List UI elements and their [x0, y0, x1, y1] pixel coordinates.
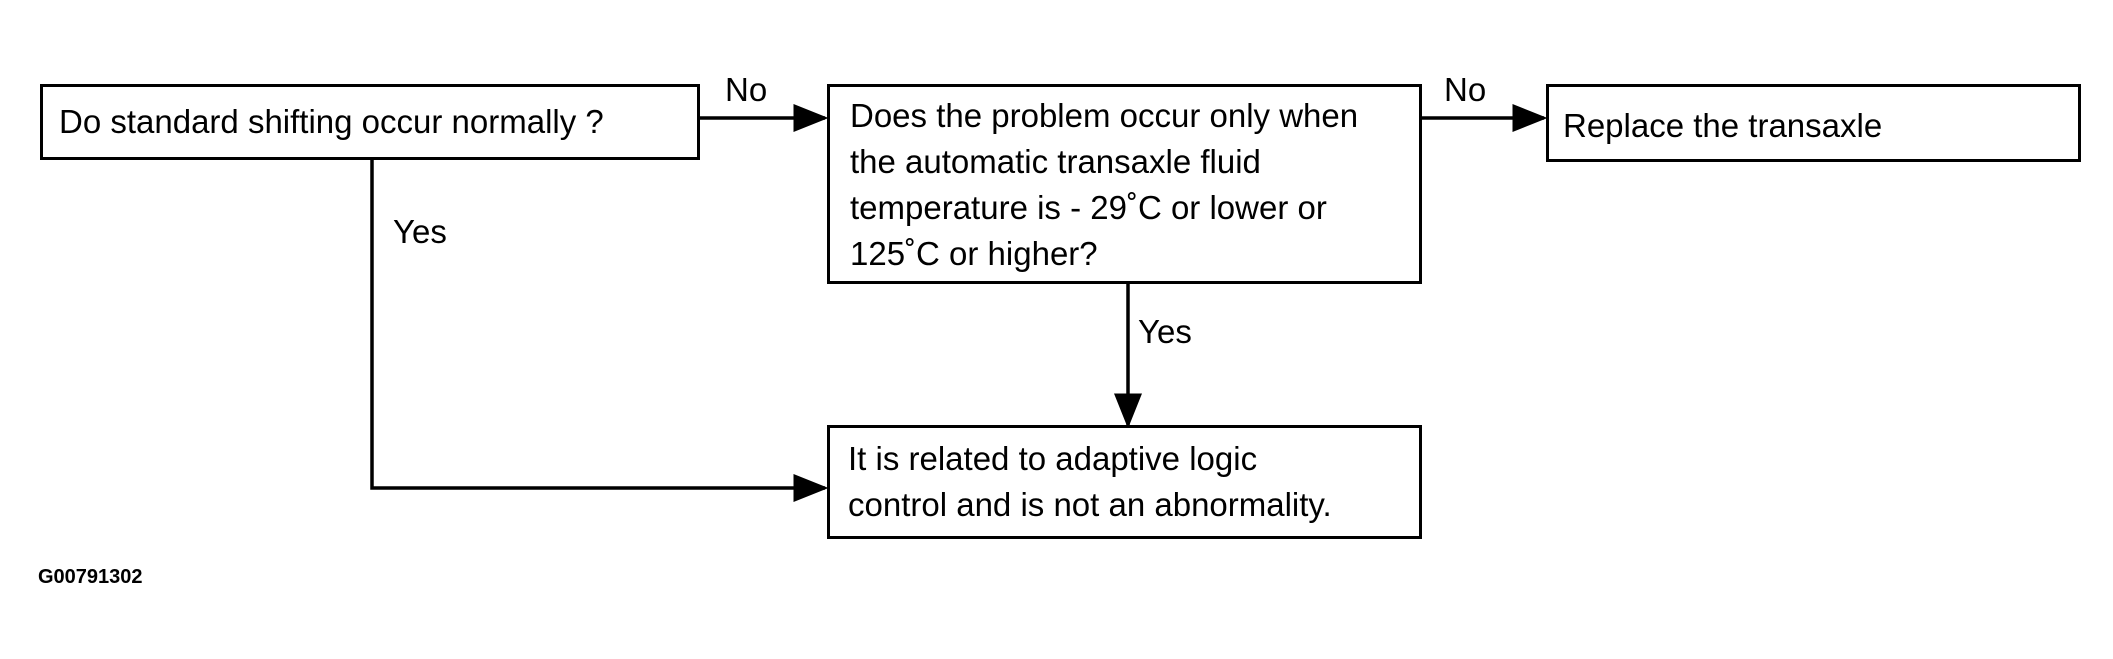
result-line: control and is not an abnormality. — [848, 486, 1332, 523]
action-text: Replace the transaxle — [1563, 107, 1883, 144]
figure-code: G00791302 — [38, 566, 143, 588]
question-line: Does the problem occur only when — [850, 97, 1359, 134]
edge-label-q1-no: No — [725, 71, 768, 108]
question-line: 125˚C or higher? — [850, 235, 1098, 272]
question-box-fluid-temperature: Does the problem occur only when the aut… — [827, 84, 1422, 284]
question-line: the automatic transaxle fluid — [850, 143, 1261, 180]
arrow-q1-to-result — [370, 158, 829, 502]
action-box-replace-transaxle: Replace the transaxle — [1546, 84, 2081, 162]
result-box-adaptive-logic: It is related to adaptive logic control … — [827, 425, 1422, 539]
result-line: It is related to adaptive logic — [848, 440, 1258, 477]
question-line: temperature is - 29˚C or lower or — [850, 189, 1327, 226]
question-box-standard-shifting: Do standard shifting occur normally ? — [40, 84, 700, 160]
edge-label-q2-no: No — [1444, 71, 1487, 108]
edge-label-q2-yes: Yes — [1138, 313, 1192, 350]
question-text: Do standard shifting occur normally ? — [59, 103, 604, 140]
edge-label-q1-yes: Yes — [393, 213, 447, 250]
